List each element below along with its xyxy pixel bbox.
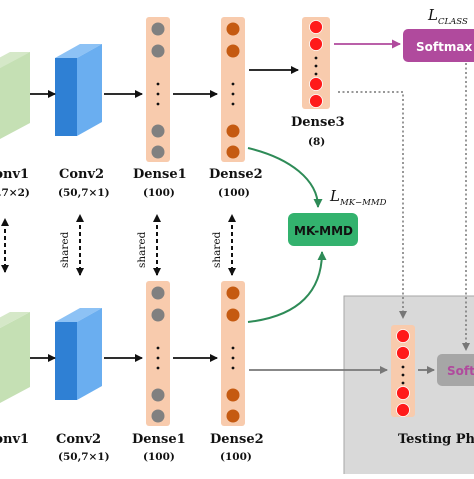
dense3-column-top xyxy=(302,17,330,109)
softmax-box xyxy=(403,29,474,62)
neuron-node xyxy=(226,308,240,322)
conv1-dims-top: (…7×2) xyxy=(0,187,30,199)
ellipsis-dot xyxy=(231,102,235,106)
dotted-transfer-to-testing xyxy=(338,91,407,319)
neuron-node xyxy=(396,403,410,417)
dense2-nodes-top xyxy=(226,22,240,159)
mkmmd-box xyxy=(288,213,358,246)
dense2-column-bottom xyxy=(221,281,245,426)
neuron-node xyxy=(309,94,323,108)
neuron-node xyxy=(226,286,240,300)
ellipsis-dot xyxy=(156,102,160,106)
neuron-node xyxy=(151,124,165,138)
neuron-node xyxy=(309,37,323,51)
conv2-name-bottom: Conv2 xyxy=(56,432,101,447)
conv1-name-top: Conv1 xyxy=(0,167,29,182)
conv2-dims-top: (50,7×1) xyxy=(58,187,110,199)
ellipsis-dot xyxy=(156,346,160,350)
conv2-block-top xyxy=(55,44,102,136)
ellipsis-dot xyxy=(314,72,318,76)
dense1-name-top: Dense1 xyxy=(133,167,187,182)
conv2-name-top: Conv2 xyxy=(59,167,104,182)
softmax-test-label: Softmax xyxy=(447,364,474,378)
ellipsis-dot xyxy=(231,346,235,350)
ellipsis-dot xyxy=(231,356,235,360)
shared-label-conv2: shared xyxy=(59,231,71,268)
ellipsis-dot xyxy=(401,373,405,377)
shared-label-dense1: shared xyxy=(136,231,148,268)
ellipsis-dot xyxy=(156,92,160,96)
neuron-node xyxy=(396,386,410,400)
neuron-node xyxy=(151,44,165,58)
neuron-node xyxy=(226,388,240,402)
conv1-name-bottom: Conv1 xyxy=(0,432,29,447)
shared-label-dense2: shared xyxy=(211,231,223,268)
testing-phase-label: Testing Phase xyxy=(398,432,474,447)
ellipsis-dot xyxy=(231,82,235,86)
neuron-node xyxy=(151,22,165,36)
ellipsis-dot xyxy=(401,365,405,369)
neuron-node xyxy=(151,388,165,402)
ellipsis-dot xyxy=(401,381,405,385)
ellipsis-dot xyxy=(156,356,160,360)
ellipsis-dot xyxy=(314,64,318,68)
arrow-dense2-top-to-mkmmd xyxy=(247,147,323,208)
conv2-dims-bottom: (50,7×1) xyxy=(58,451,110,463)
dense2-name-bottom: Dense2 xyxy=(210,432,264,447)
neuron-node xyxy=(226,22,240,36)
loss-class-subscript: CLASS xyxy=(438,17,468,27)
dense3-nodes-top xyxy=(309,20,323,108)
neuron-node xyxy=(151,409,165,423)
dense2-name-top: Dense2 xyxy=(209,167,263,182)
dense2-units-bottom: (100) xyxy=(220,451,252,463)
neuron-node xyxy=(396,346,410,360)
dense1-column-top xyxy=(146,17,170,162)
softmax-test-box xyxy=(437,354,474,386)
dense1-units-top: (100) xyxy=(143,187,175,199)
dense1-units-bottom: (100) xyxy=(143,451,175,463)
dense1-column-bottom xyxy=(146,281,170,426)
ellipsis-dot xyxy=(156,366,160,370)
dense3-name-top: Dense3 xyxy=(291,115,345,130)
ellipsis-dot xyxy=(314,56,318,60)
neuron-node xyxy=(309,77,323,91)
neuron-node xyxy=(226,44,240,58)
ellipsis-dot xyxy=(156,82,160,86)
neuron-node xyxy=(151,286,165,300)
ellipsis-dot xyxy=(231,92,235,96)
loss-class-symbol: L xyxy=(427,6,438,24)
conv1-block-top xyxy=(0,52,30,139)
conv1-block-bottom xyxy=(0,312,30,403)
softmax-label: Softmax xyxy=(416,40,472,54)
mkmmd-label: MK-MMD xyxy=(294,224,353,238)
dense1-nodes-top xyxy=(151,22,165,159)
arrow-dense2-bottom-to-mkmmd xyxy=(247,251,327,323)
neuron-node xyxy=(396,329,410,343)
neuron-node xyxy=(151,145,165,159)
neuron-node xyxy=(309,20,323,34)
dense1-name-bottom: Dense1 xyxy=(132,432,186,447)
neuron-node xyxy=(226,124,240,138)
dense2-units-top: (100) xyxy=(218,187,250,199)
loss-mmd-symbol: L xyxy=(329,187,340,205)
dense2-nodes-bottom xyxy=(226,286,240,423)
dense1-nodes-bottom xyxy=(151,286,165,423)
dense2-column-top xyxy=(221,17,245,162)
ellipsis-dot xyxy=(231,366,235,370)
dense3-units-top: (8) xyxy=(308,136,325,148)
neuron-node xyxy=(151,308,165,322)
conv2-block-bottom xyxy=(55,308,102,400)
testing-nodes xyxy=(396,329,410,417)
loss-mmd-subscript: MK−MMD xyxy=(339,198,387,208)
neuron-node xyxy=(226,145,240,159)
neuron-node xyxy=(226,409,240,423)
